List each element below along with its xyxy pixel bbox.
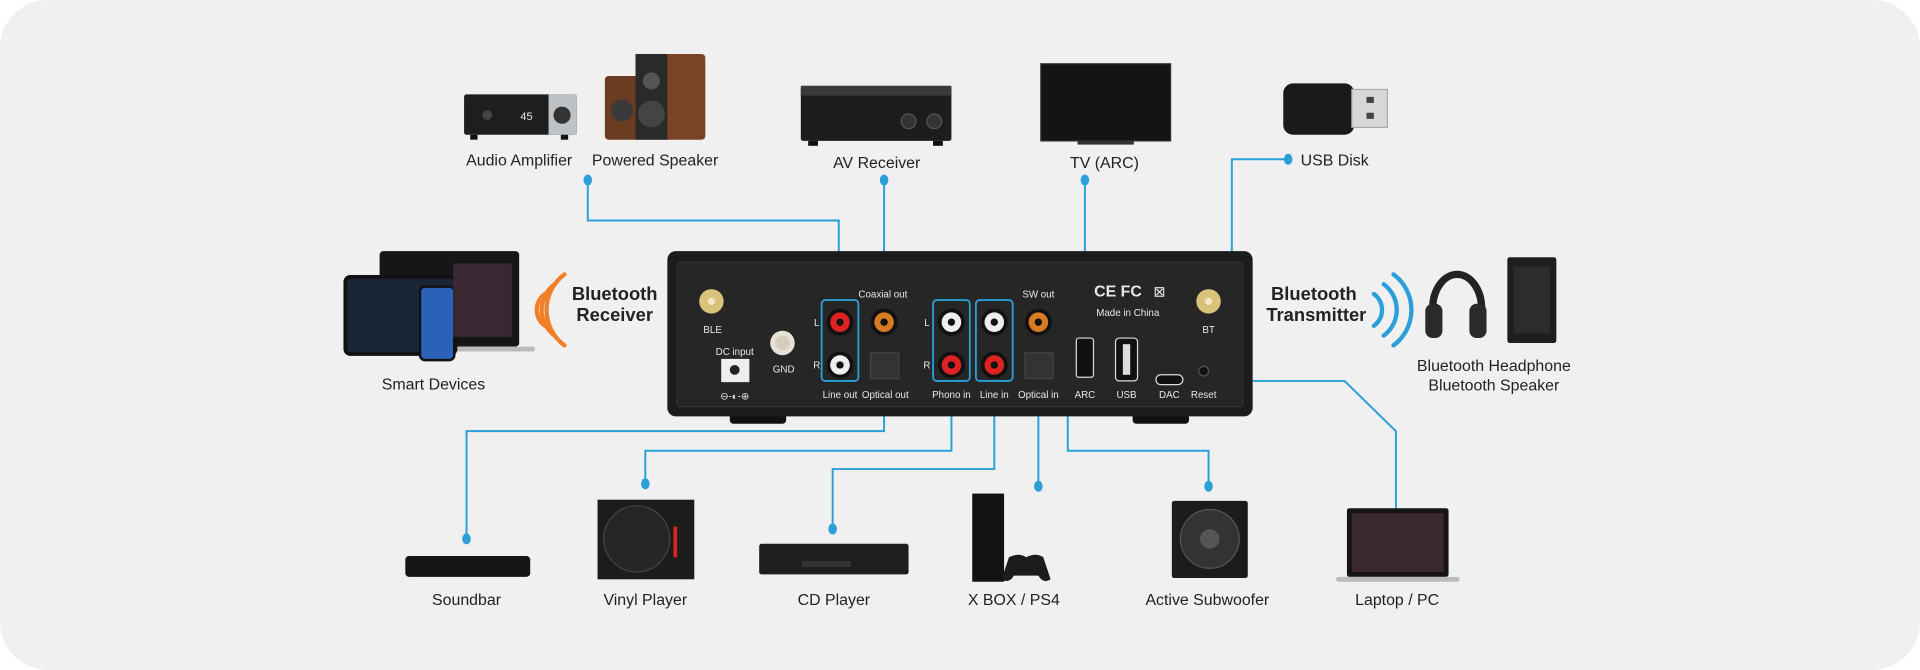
coaxial-out-jack	[880, 318, 888, 326]
label-subwoofer: Active Subwoofer	[1145, 592, 1269, 609]
wire-vinyl	[644, 394, 953, 484]
wire-dot	[1283, 153, 1293, 165]
label-optical-in: Optical in	[1018, 390, 1059, 401]
laptop-icon	[1335, 508, 1460, 582]
label-cd-player: CD Player	[798, 592, 871, 609]
label-l: L	[814, 318, 820, 329]
wire-dot	[583, 174, 593, 186]
vinyl-player-icon	[597, 499, 695, 580]
label-bt-headphone: Bluetooth Headphone	[1417, 358, 1571, 375]
device-rear-panel: BLE DC input ⊖-◐-⊕ GND L R Coaxial out L…	[667, 251, 1253, 424]
label-av-receiver: AV Receiver	[833, 155, 921, 172]
label-made-in-china: Made in China	[1096, 308, 1160, 319]
label-reset: Reset	[1191, 390, 1217, 401]
label-dc-input: DC input	[716, 347, 754, 358]
dc-polarity-icon: ⊖-◐-⊕	[720, 391, 749, 402]
phono-in-right-jack	[947, 361, 956, 369]
label-bt-transmitter-2: Transmitter	[1266, 304, 1366, 325]
phono-in-left-jack	[947, 318, 956, 326]
label-coaxial-out: Coaxial out	[858, 290, 907, 301]
label-line-out: Line out	[823, 390, 858, 401]
weee-icon: ⊠	[1153, 284, 1165, 300]
label-usb-disk: USB Disk	[1301, 152, 1369, 169]
smart-devices-icon	[343, 251, 536, 362]
wire-dot	[879, 174, 889, 186]
label-soundbar: Soundbar	[432, 592, 502, 609]
label-laptop: Laptop / PC	[1355, 592, 1439, 609]
line-in-right-jack	[990, 361, 998, 369]
label-sw-out: SW out	[1022, 290, 1054, 301]
label-bt-receiver-1: Bluetooth	[572, 283, 658, 304]
label-dac: DAC	[1159, 390, 1180, 401]
av-receiver-icon	[800, 85, 952, 146]
hdmi-arc-port	[1075, 337, 1095, 378]
label-vinyl-player: Vinyl Player	[603, 592, 687, 609]
wire-dot	[828, 523, 837, 535]
label-bt: BT	[1202, 325, 1215, 336]
usb-disk-icon	[1283, 83, 1388, 135]
amp-display: 45	[520, 111, 532, 123]
label-tv: TV (ARC)	[1070, 155, 1139, 172]
label-bt-receiver-2: Receiver	[576, 304, 653, 325]
label-r: R	[923, 361, 930, 372]
wire-dot	[1034, 480, 1043, 492]
tv-icon	[1040, 63, 1172, 145]
wire-cd	[831, 394, 996, 530]
cert-marks: CE FC	[1094, 283, 1142, 300]
wire-dot	[641, 478, 650, 490]
label-powered-speaker: Powered Speaker	[592, 152, 719, 169]
cd-player-icon	[759, 543, 909, 575]
label-arc: ARC	[1075, 390, 1096, 401]
label-game-console: X BOX / PS4	[968, 592, 1060, 609]
reset-button	[1198, 365, 1210, 377]
wire-laptop	[1169, 379, 1397, 539]
receiver-waves-icon	[534, 272, 567, 348]
soundbar-icon	[405, 556, 531, 577]
subwoofer-icon	[1171, 500, 1248, 579]
line-in-left-jack	[990, 318, 998, 326]
headphone-icon	[1425, 270, 1487, 339]
label-ble: BLE	[703, 325, 722, 336]
label-r: R	[813, 361, 820, 372]
game-console-icon	[972, 493, 1051, 582]
audio-amplifier: 45	[464, 94, 577, 140]
dac-usb-c-port	[1155, 374, 1184, 386]
label-phono-in: Phono in	[932, 390, 971, 401]
optical-in-port	[1024, 352, 1054, 380]
wire-dot	[1080, 174, 1090, 186]
optical-out-port	[870, 352, 900, 380]
wire-dot	[1204, 480, 1213, 492]
label-audio-amplifier: Audio Amplifier	[466, 152, 573, 169]
label-bt-speaker: Bluetooth Speaker	[1428, 378, 1560, 395]
wire-dot	[462, 533, 471, 545]
line-out-left-jack	[836, 318, 844, 326]
powered-speaker-icon	[604, 53, 706, 140]
label-usb: USB	[1116, 390, 1137, 401]
label-optical-out: Optical out	[862, 390, 909, 401]
line-out-right-jack	[836, 361, 844, 369]
label-line-in: Line in	[980, 390, 1009, 401]
label-l: L	[924, 318, 930, 329]
label-bt-transmitter-1: Bluetooth	[1271, 283, 1357, 304]
label-smart-devices: Smart Devices	[382, 376, 485, 393]
bluetooth-speaker-icon	[1507, 257, 1557, 343]
transmitter-waves-icon	[1371, 272, 1414, 348]
label-gnd: GND	[773, 364, 795, 375]
sw-out-jack	[1034, 318, 1043, 326]
